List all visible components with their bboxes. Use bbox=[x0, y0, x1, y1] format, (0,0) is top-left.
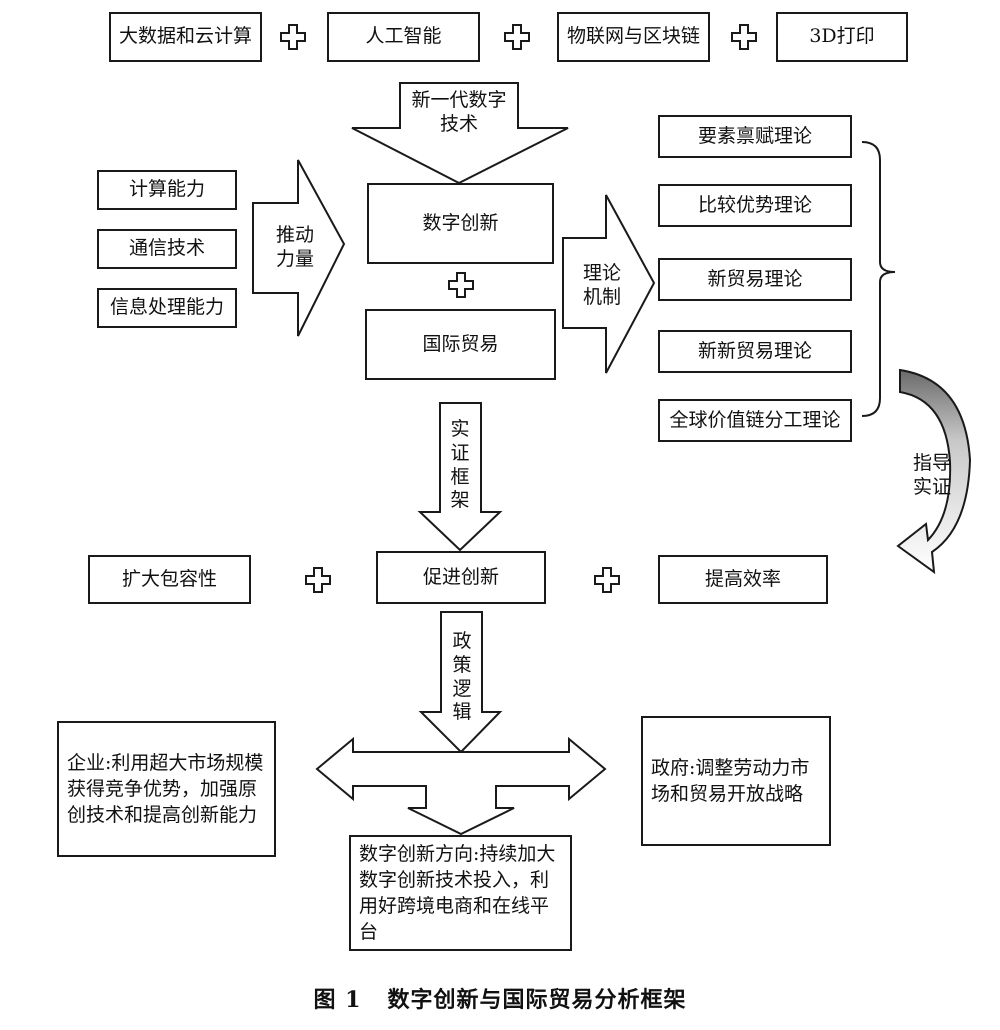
new-tech-arrow-shape bbox=[351, 82, 569, 185]
figure-number: 图 1 bbox=[313, 987, 362, 1013]
plus-icon bbox=[504, 24, 530, 50]
outcome-box-inclusiveness: 扩大包容性 bbox=[88, 555, 251, 604]
digital-innovation-box: 数字创新 bbox=[367, 183, 554, 264]
international-trade-box: 国际贸易 bbox=[365, 309, 556, 380]
drive-arrow-label: 推动力量 bbox=[275, 224, 314, 270]
plus-icon bbox=[305, 567, 331, 593]
plus-icon bbox=[448, 272, 474, 298]
tech-box-iot-blockchain: 物联网与区块链 bbox=[557, 12, 710, 62]
drive-arrow-shape bbox=[252, 159, 346, 337]
policy-box-government: 政府:调整劳动力市场和贸易开放战略 bbox=[641, 716, 831, 846]
theory-box-new-new-trade: 新新贸易理论 bbox=[658, 330, 852, 373]
policy-arrow-shape bbox=[418, 611, 503, 754]
plus-icon bbox=[731, 24, 757, 50]
capability-box-info-processing: 信息处理能力 bbox=[97, 288, 237, 328]
tech-box-3d-printing: 3D打印 bbox=[776, 12, 908, 62]
three-way-arrow-shape bbox=[315, 736, 607, 836]
figure-caption: 图 1 数字创新与国际贸易分析框架 bbox=[0, 982, 1000, 1014]
plus-icon bbox=[594, 567, 620, 593]
empirical-arrow-label: 实证框架 bbox=[450, 418, 470, 512]
theory-box-comparative-advantage: 比较优势理论 bbox=[658, 184, 852, 227]
theory-arrow-label: 理论机制 bbox=[582, 262, 621, 308]
capability-box-computing: 计算能力 bbox=[97, 170, 237, 210]
policy-arrow-label: 政策逻辑 bbox=[452, 630, 472, 724]
theory-arrow-shape bbox=[562, 194, 656, 374]
capability-box-communication: 通信技术 bbox=[97, 229, 237, 269]
theory-box-global-value-chain: 全球价值链分工理论 bbox=[658, 399, 852, 442]
theory-box-new-trade: 新贸易理论 bbox=[658, 258, 852, 301]
outcome-box-promote-innovation: 促进创新 bbox=[376, 551, 546, 604]
policy-box-digital-direction: 数字创新方向:持续加大数字创新技术投入，利用好跨境电商和在线平台 bbox=[349, 835, 572, 951]
outcome-box-efficiency: 提高效率 bbox=[658, 555, 828, 604]
new-tech-arrow-label: 新一代数字技术 bbox=[411, 89, 507, 135]
theory-box-factor-endowment: 要素禀赋理论 bbox=[658, 115, 852, 158]
theory-brace bbox=[861, 141, 896, 417]
tech-box-ai: 人工智能 bbox=[327, 12, 480, 62]
guide-arrow-label: 指导实证 bbox=[912, 452, 951, 498]
figure-title: 数字创新与国际贸易分析框架 bbox=[387, 987, 687, 1013]
policy-box-enterprise: 企业:利用超大市场规模获得竞争优势，加强原创技术和提高创新能力 bbox=[57, 721, 276, 857]
plus-icon bbox=[280, 24, 306, 50]
guide-curved-arrow bbox=[896, 368, 972, 575]
tech-box-bigdata: 大数据和云计算 bbox=[109, 12, 262, 62]
empirical-arrow-shape bbox=[417, 402, 503, 552]
